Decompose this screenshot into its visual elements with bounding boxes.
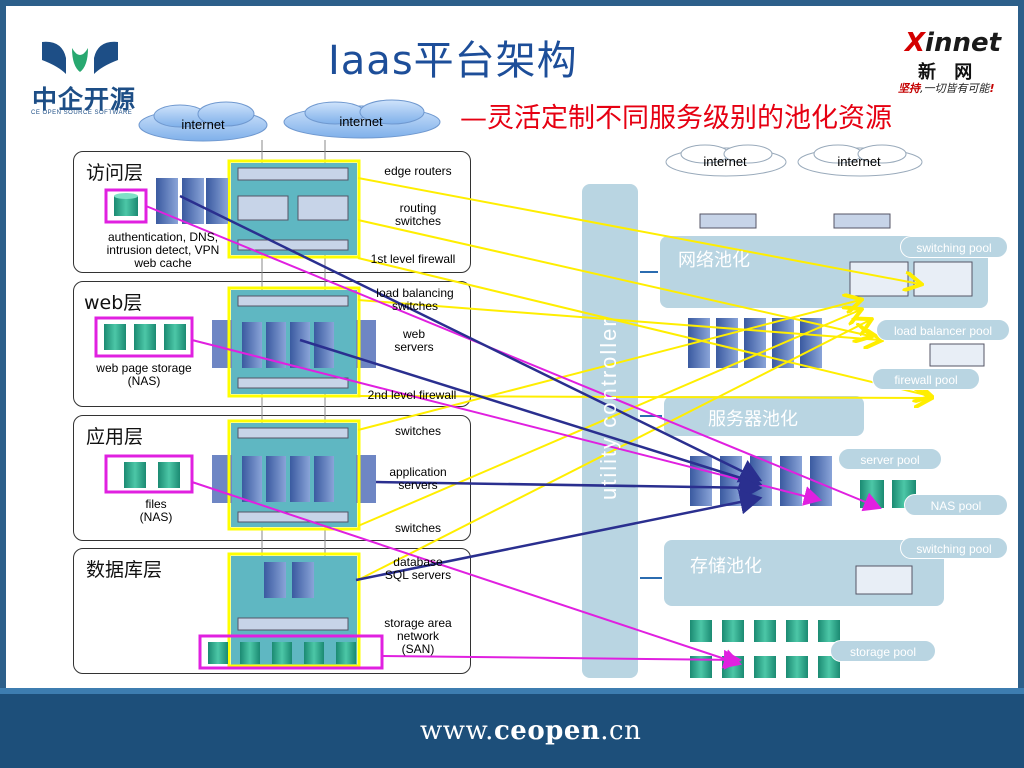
web-storage-label: web page storage (NAS) [96, 361, 192, 388]
brand-logo-x: X [905, 28, 926, 58]
note-san: storage area network (SAN) [384, 616, 452, 656]
storage-pool-title: 存储池化 [690, 556, 762, 577]
tag-nas-pool: NAS pool [904, 494, 1008, 516]
footer-band [0, 688, 1024, 694]
brand-logo-rest: innet [925, 28, 1002, 58]
web-storage [94, 316, 194, 358]
tag-server-pool: server pool [838, 448, 942, 470]
note-app-servers: application servers [389, 465, 447, 492]
server-pool-panel [664, 396, 864, 436]
yellow-arrows [357, 177, 930, 581]
navy-arrows [179, 194, 763, 582]
note-first-firewall: 1st level firewall [370, 252, 456, 266]
note-second-firewall: 2nd level firewall [367, 388, 457, 402]
tag-switching-pool-top: switching pool [900, 236, 1008, 258]
network-pool-title: 网络池化 [678, 250, 750, 271]
brand-logo-cn: 新 网 [918, 62, 979, 83]
footer-url-bold: ceopen [493, 716, 601, 746]
access-device-stack [231, 163, 357, 255]
note-web-servers: web servers [394, 327, 434, 354]
note-edge-routers: edge routers [384, 164, 452, 178]
footer-url-suffix: .cn [600, 716, 642, 746]
page-subtitle: —灵活定制不同服务级别的池化资源 [460, 103, 892, 134]
brand-slogan-a: 坚持 [898, 82, 920, 95]
utility-controller-label: utility controller [596, 317, 621, 500]
note-app-switches-top: switches [394, 424, 441, 438]
brand-slogan: 坚持,一切皆有可能! [898, 80, 995, 96]
layer-db-label: 数据库层 [86, 559, 163, 581]
cloud-left-2-label: internet [339, 114, 383, 129]
cloud-left-1-label: internet [181, 117, 225, 132]
access-storage [104, 188, 148, 224]
brand-slogan-c: ! [989, 82, 995, 95]
company-logo-text: 中企开源 [32, 85, 137, 114]
note-app-switches-bottom: switches [394, 521, 441, 535]
tag-storage-pool: storage pool [830, 640, 936, 662]
app-storage [104, 454, 194, 494]
note-database: database SQL servers [384, 555, 452, 582]
top-frame [0, 0, 1024, 6]
company-logo-subtitle: CE OPEN SOURCE SOFTWARE [31, 110, 133, 116]
right-top-switches [699, 213, 891, 229]
tag-switching-pool-bottom: switching pool [900, 537, 1008, 559]
footer-url-prefix: www. [420, 716, 494, 746]
layer-app-label: 应用层 [86, 426, 144, 448]
cloud-right-1-label: internet [703, 154, 747, 169]
cloud-left-2 [283, 99, 441, 139]
access-storage-label: authentication, DNS, intrusion detect, V… [106, 230, 220, 270]
cloud-left-1 [138, 101, 268, 142]
tag-firewall-pool: firewall pool [872, 368, 980, 390]
layer-web-label: web层 [84, 292, 143, 314]
cloud-right-2-label: internet [837, 154, 881, 169]
yellow-highlight-boxes [227, 159, 361, 668]
left-frame [0, 0, 6, 690]
layer-access-label: 访问层 [86, 162, 144, 184]
magenta-arrows [145, 205, 882, 670]
page-title: Iaas平台架构 [328, 38, 578, 84]
note-load-balancing: load balancing switches [376, 286, 454, 313]
app-storage-label: files (NAS) [139, 497, 173, 524]
web-device-stack [212, 290, 376, 394]
app-device-stack [212, 423, 376, 527]
cloud-right-2 [797, 144, 923, 177]
utility-connectors [640, 271, 662, 579]
footer-bar [0, 688, 1024, 768]
brand-logo: Xinnet [905, 28, 1001, 58]
tag-load-balancer-pool: load balancer pool [876, 319, 1010, 341]
network-pool-devices [849, 261, 973, 297]
server-pool-title: 服务器池化 [708, 409, 798, 430]
footer-url[interactable]: www.ceopen.cn [420, 716, 641, 746]
right-frame [1018, 0, 1024, 690]
san-storage [198, 634, 384, 670]
note-routing-switches: routing switches [394, 201, 441, 228]
cloud-right-1 [665, 144, 787, 177]
brand-slogan-b: ,一切皆有可能 [920, 82, 990, 95]
